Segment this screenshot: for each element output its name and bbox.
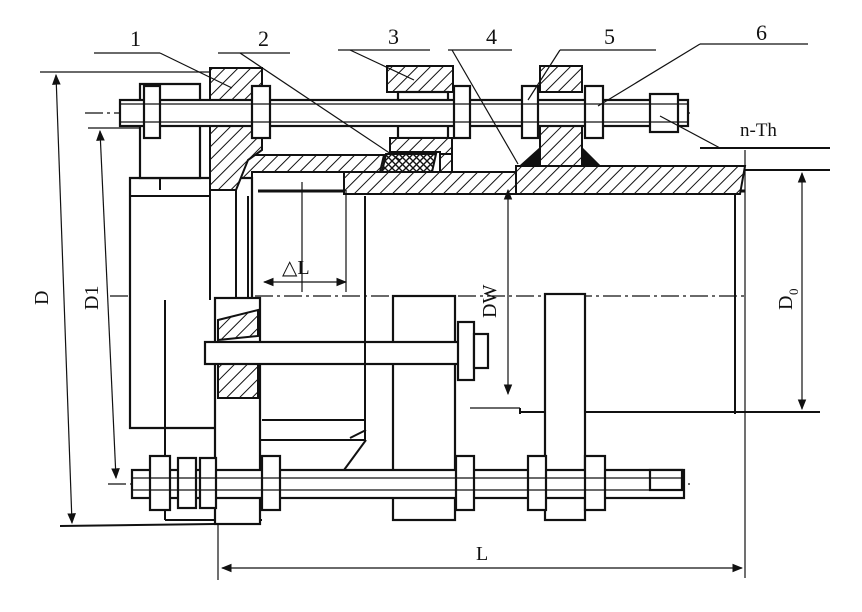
weld-right	[581, 146, 602, 167]
part-label-5: 5	[604, 24, 615, 49]
sleeve-section	[235, 151, 747, 197]
top-bolt	[118, 84, 690, 140]
thread-label: n-Th	[740, 120, 777, 141]
weld-left	[518, 146, 541, 167]
dimension-label-d0-sub: 0	[786, 289, 801, 296]
dimension-label-d1: D1	[81, 286, 103, 310]
dimension-lines	[40, 71, 807, 580]
seal-packing	[380, 153, 438, 173]
dimension-label-d0-base: D	[775, 296, 797, 310]
dimension-label-dw: DW	[479, 285, 501, 318]
part-label-1: 1	[130, 26, 141, 51]
middle-tie-rod	[203, 320, 490, 382]
leader-lines	[94, 43, 830, 165]
dimension-label-l: L	[476, 543, 488, 565]
part-label-4: 4	[486, 24, 497, 49]
dimension-label-d: D	[31, 291, 53, 305]
gland-flange	[386, 65, 457, 522]
right-flange	[539, 65, 587, 522]
part-label-2: 2	[258, 26, 269, 51]
dimension-label-delta-l: △L	[282, 257, 310, 279]
bottom-bolt	[130, 429, 686, 512]
part-label-3: 3	[388, 24, 399, 49]
part-label-6: 6	[756, 20, 767, 45]
inner-pipe-lower	[262, 196, 366, 440]
dimension-label-d0: D 0	[775, 289, 801, 311]
